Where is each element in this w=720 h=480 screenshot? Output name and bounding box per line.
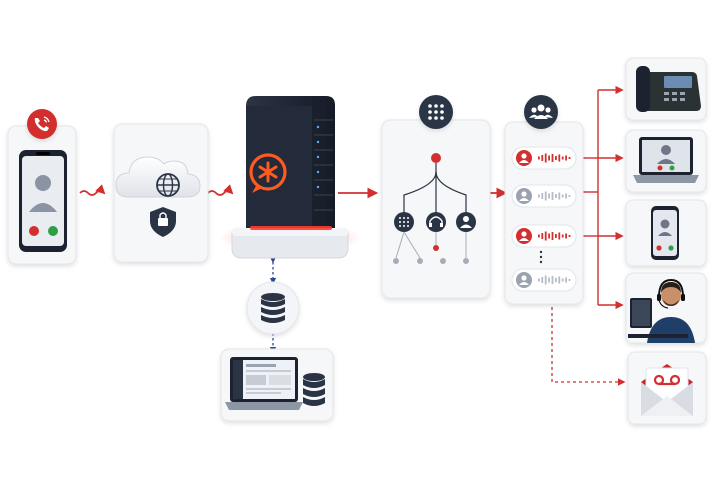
waveform-bar [544, 191, 547, 201]
queue-slots [511, 146, 577, 292]
waveform-bar [561, 234, 564, 238]
arrow-phone-to-cloud [79, 184, 106, 196]
database-icon [261, 293, 285, 323]
waveform-bar [561, 156, 564, 160]
waveform-bar [568, 157, 571, 159]
arrow-queue-to-voicemail [551, 307, 626, 386]
padlock-shield-icon [150, 207, 176, 237]
waveform-bar [555, 234, 557, 238]
queue-slot-idle [511, 184, 577, 208]
ivr-root-node [431, 153, 441, 163]
agent-card [625, 272, 707, 344]
asterisk-logo [249, 153, 287, 193]
waveform-bar [558, 192, 561, 200]
waveform-bar [565, 233, 567, 239]
waveform-bar [538, 156, 540, 160]
waveform-bar [565, 155, 567, 161]
headset-agent-icon [628, 278, 695, 343]
waveform-bar [568, 195, 571, 197]
pbx-server [220, 96, 360, 259]
admin-card [220, 348, 334, 422]
mobile-call-icon [651, 206, 679, 260]
desk-phone-icon [636, 66, 701, 112]
waveform-bar [541, 193, 544, 199]
cloud-globe-icon [115, 156, 201, 198]
waveform-bar [548, 277, 550, 283]
waveform-bar [558, 154, 561, 162]
waveform-bar [561, 278, 564, 282]
waveform-bar [548, 193, 550, 199]
waveform-bar [541, 155, 544, 161]
ivr-option-dialpad [394, 212, 414, 232]
smartphone-icon [19, 150, 67, 252]
waveform-bar [541, 233, 544, 239]
waveform-bar [555, 278, 557, 282]
caller-card [7, 109, 77, 265]
waveform-bar [551, 276, 554, 284]
database-node [246, 281, 300, 335]
mobile-card [625, 199, 707, 267]
user-group-icon [524, 95, 558, 129]
asterisk-pbx-server-icon [246, 96, 335, 230]
ivr-option-headset [426, 212, 446, 232]
dialpad-icon [419, 95, 453, 129]
waveform-bar [565, 277, 567, 283]
ivr-card [381, 95, 491, 299]
ivr-option-user [456, 212, 476, 232]
waveform-bar [558, 276, 561, 284]
waveform-bar [538, 234, 540, 238]
waveform-bar [544, 275, 547, 285]
waveform-bar [548, 155, 550, 161]
waveform-bar [561, 194, 564, 198]
server-base [231, 231, 349, 259]
waveform-bar [568, 279, 571, 281]
voicemail-card [627, 351, 707, 425]
waveform-bar [538, 194, 540, 198]
queue-slot-idle [511, 268, 577, 292]
softphone-card [625, 129, 707, 193]
phone-ringing-icon [27, 109, 57, 139]
arrow-cloud-to-server [207, 184, 234, 196]
waveform-bar [541, 277, 544, 283]
waveform-bar [551, 232, 554, 240]
waveform-bar [544, 231, 547, 241]
waveform-bar [538, 278, 540, 282]
waveform-bar [558, 232, 561, 240]
waveform-bar [551, 192, 554, 200]
queue-slot-active [511, 146, 577, 170]
cloud-card [113, 123, 209, 263]
laptop-video-call-icon [633, 137, 699, 183]
waveform-bar [565, 193, 567, 199]
waveform-bar [551, 154, 554, 162]
waveform-bar [548, 233, 550, 239]
queue-card [504, 95, 584, 305]
waveform-bar [568, 235, 571, 237]
database-icon [303, 373, 325, 406]
waveform-bar [555, 194, 557, 198]
waveform-bar [544, 153, 547, 163]
voicemail-envelope-icon [641, 364, 693, 416]
endpoint-branch-lines [583, 85, 624, 310]
laptop-dashboard-icon [225, 357, 303, 410]
waveform-bar [555, 156, 557, 160]
queue-slot-active [511, 224, 577, 248]
desk-phone-card [625, 57, 707, 121]
